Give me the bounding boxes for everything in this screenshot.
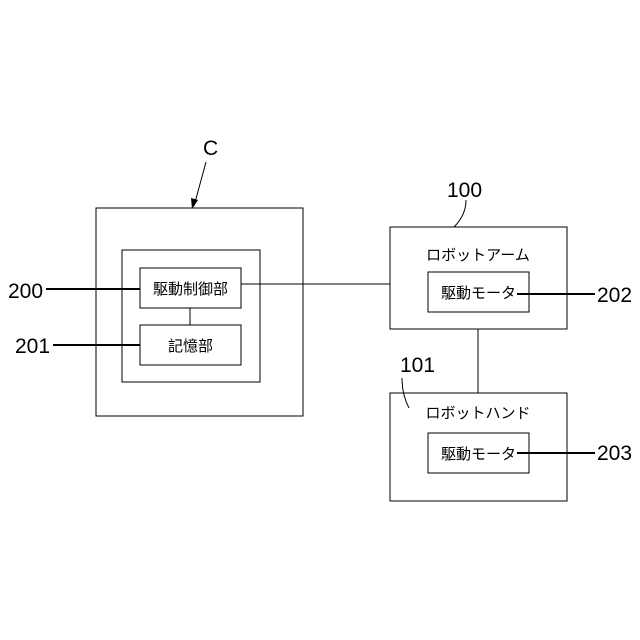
controller-box (96, 208, 303, 416)
robot-hand-ref: 101 (400, 354, 435, 377)
storage-ref: 201 (15, 335, 50, 358)
robot-arm-ref: 100 (447, 179, 482, 202)
controller-inner-box (122, 250, 260, 382)
controller-arrow-head (191, 198, 198, 209)
robot-arm-box (390, 227, 567, 329)
hand-motor-ref: 203 (597, 442, 632, 465)
drive-control-label: 駆動制御部 (153, 280, 228, 298)
robot-hand-label: ロボットハンド (425, 404, 530, 422)
arm-motor-label: 駆動モータ (441, 284, 516, 302)
robot-arm-leader (454, 200, 466, 227)
robot-arm-label: ロボットアーム (426, 246, 530, 264)
storage-label: 記憶部 (168, 337, 213, 355)
controller-label: C (203, 137, 218, 160)
arm-motor-ref: 202 (597, 284, 632, 307)
drive-control-ref: 200 (8, 280, 43, 303)
hand-motor-label: 駆動モータ (441, 445, 516, 463)
